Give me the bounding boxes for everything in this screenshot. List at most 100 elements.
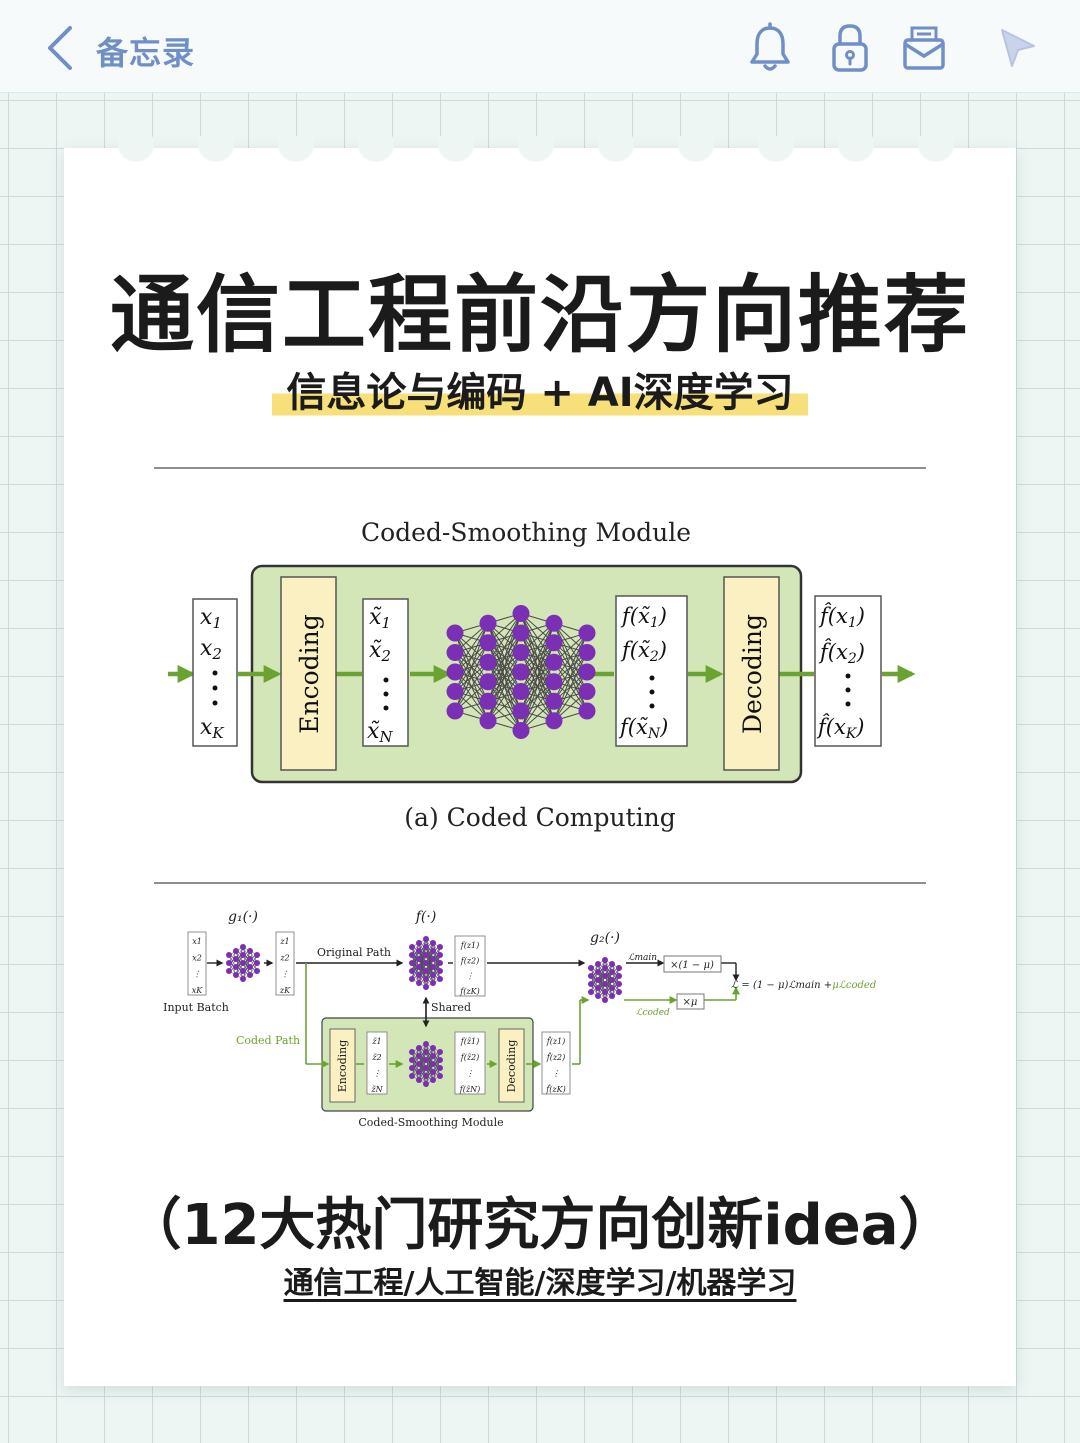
- nn-g1-node: [240, 976, 246, 982]
- svg-text:f(x̃N): f(x̃N): [618, 715, 668, 742]
- nn1-node: [545, 634, 563, 652]
- nn-f-node: [409, 960, 415, 966]
- paper-scallop-edge: [118, 136, 954, 162]
- nn-g2-node: [616, 989, 622, 995]
- fig2-input-batch-label: Input Batch: [163, 1001, 229, 1014]
- cursor-arrow-icon[interactable]: [996, 22, 1044, 74]
- fig1-fhat-1: f̂(x: [818, 603, 848, 628]
- nn-shared-node: [430, 1077, 436, 1083]
- nn-f-node: [409, 976, 415, 982]
- nn-f-node: [423, 968, 429, 974]
- nn-g2-node: [609, 993, 615, 999]
- nn-f-node: [423, 944, 429, 950]
- nn1-node: [479, 712, 497, 730]
- nn-f-edge: [418, 938, 427, 960]
- fig2-fhat-z-box: [541, 1031, 571, 1095]
- nn-g2-edge: [590, 963, 599, 993]
- nn1-edge: [553, 632, 588, 702]
- nn-f-edge: [425, 966, 434, 988]
- nn-g2-node: [602, 997, 608, 1003]
- fig1-fhat-sub-k: K: [845, 726, 858, 742]
- nn1-node: [578, 663, 596, 681]
- nn1-node: [578, 624, 596, 642]
- fig1-fhat-k: f̂(x: [816, 714, 846, 739]
- app-title[interactable]: 备忘录: [96, 34, 196, 72]
- fig2-mult-main-box: [663, 955, 722, 973]
- nn-g2-node: [595, 985, 601, 991]
- envelope-icon[interactable]: [900, 22, 948, 74]
- svg-text:x̃1: x̃1: [369, 605, 391, 632]
- nn-f-node: [416, 948, 422, 954]
- nn-f-edge: [425, 942, 434, 972]
- nn-shared-node: [416, 1053, 422, 1059]
- nn1-node: [545, 653, 563, 671]
- nn-shared-node: [416, 1077, 422, 1083]
- nn1-edge: [487, 613, 522, 663]
- fig1-fhat-2: f̂(x: [818, 639, 848, 664]
- fig2-enc-z-box: [366, 1031, 388, 1095]
- nn1-node: [446, 644, 464, 661]
- nn-f-node: [430, 980, 436, 986]
- fig1-input-sub-k: K: [211, 724, 224, 742]
- nn-f-node: [437, 952, 443, 958]
- fig2-f-enc-z-box-entry: f(z̃N): [459, 1085, 480, 1094]
- nn1-node: [512, 702, 530, 720]
- nn-g2-node: [609, 969, 615, 975]
- bell-icon[interactable]: [746, 22, 794, 74]
- nn-g2-node: [602, 965, 608, 971]
- chevron-left-icon[interactable]: [44, 24, 78, 72]
- fig2-mult-coded-box: [676, 993, 705, 1010]
- fig2-batch-z-box: [275, 931, 295, 996]
- nn-shared-node: [423, 1065, 429, 1071]
- nn-g1-node: [247, 956, 253, 962]
- nn-shared-edge: [418, 1059, 427, 1081]
- fig2-fhat-z-box-entry: f̂(z2): [546, 1053, 566, 1062]
- nn-shared-node: [423, 1049, 429, 1055]
- nn-f-node: [437, 944, 443, 950]
- lock-icon[interactable]: [826, 22, 874, 74]
- nn-g2-node: [588, 973, 594, 979]
- fig2-loss-main: ℒ = (1 − μ)ℒmain +μℒcoded: [731, 980, 876, 991]
- fig2-fz-box-entry: f(z2): [460, 956, 480, 965]
- nn-g2-edge: [590, 963, 599, 985]
- nn-g2-node: [595, 969, 601, 975]
- nn-g2-edge: [604, 971, 613, 1001]
- nn-g1-edge: [235, 946, 244, 968]
- fig1-caption: (a) Coded Computing: [404, 803, 675, 832]
- fig2-fz-box-entry: f(z1): [460, 941, 480, 950]
- nn-shared-edge: [418, 1051, 427, 1081]
- nn-g2-node: [609, 977, 615, 983]
- nn-g1-node: [254, 952, 260, 958]
- nn-shared-node: [430, 1045, 436, 1051]
- fig1-fout-sub-1: 1: [650, 615, 659, 631]
- nn-g1-node: [233, 964, 239, 970]
- nn1-node: [446, 702, 464, 720]
- nn-shared-node: [430, 1061, 436, 1067]
- nn-f-node: [423, 984, 429, 990]
- fig1-fout-n: f(x̃: [618, 715, 648, 739]
- fig2-f-label: f(·): [415, 909, 437, 925]
- fig1-encoded-1: x̃: [369, 605, 382, 630]
- nn1-edge: [454, 622, 489, 673]
- nn-g2-edge: [611, 967, 620, 989]
- nn-g1-edge: [228, 950, 237, 972]
- fig1-input-sub-1: 1: [212, 614, 222, 632]
- nn-f-node: [437, 976, 443, 982]
- nn1-node: [512, 644, 530, 661]
- fig2-enc-z-box-entry: z̃N: [370, 1085, 383, 1094]
- nn-g2-edge: [597, 959, 606, 989]
- fig2-f-enc-z-box-entry: f(z̃2): [460, 1053, 480, 1062]
- fig2-batch-z-box-entry: z2: [279, 953, 289, 962]
- nn-f-node: [437, 968, 443, 974]
- fig1-fhat-sub-1: 1: [848, 615, 857, 631]
- figure-training-pipeline: g₁(·) f(·) g₂(·) Original Path Input Bat…: [163, 909, 876, 1129]
- main-title: 通信工程前沿方向推荐: [109, 266, 970, 364]
- fig2-f-enc-z-box: [454, 1031, 486, 1095]
- fig2-decoding-label: Decoding: [505, 1040, 518, 1093]
- nn-g1-edge: [249, 954, 258, 976]
- nn-g2-node: [595, 993, 601, 999]
- nn-f-node: [430, 972, 436, 978]
- fig2-loss-coded-text: μℒcoded: [832, 980, 876, 991]
- fig2-batch-z-box-entry: zK: [279, 986, 291, 995]
- fig2-l-coded-label: ℒcoded: [636, 1008, 670, 1018]
